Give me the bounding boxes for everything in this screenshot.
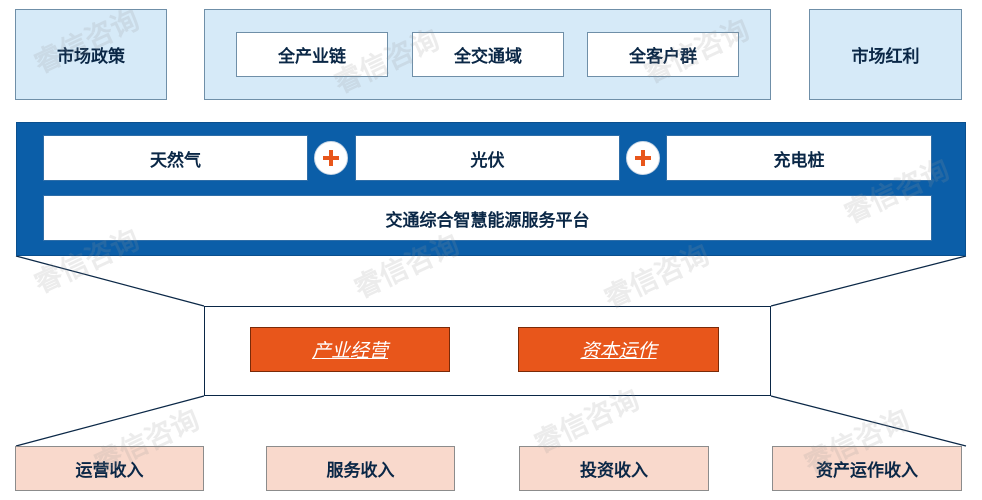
market-policy-box: 市场政策 (15, 9, 167, 100)
capital-operation-label: 资本运作 (580, 340, 657, 362)
operating-income-box: 运营收入 (15, 446, 204, 491)
plus-glyph-icon (635, 150, 651, 166)
industry-operation-label: 产业经营 (311, 340, 388, 362)
operating-income-label: 运营收入 (75, 461, 144, 481)
service-income-label: 服务收入 (326, 461, 395, 481)
plus-icon (626, 141, 660, 175)
market-policy-label: 市场政策 (57, 47, 125, 67)
industry-operation-button: 产业经营 (250, 327, 450, 372)
asset-operation-income-label: 资产运作收入 (816, 461, 918, 481)
photovoltaic-box: 光伏 (355, 135, 620, 181)
photovoltaic-label: 光伏 (470, 150, 505, 171)
funnel-line-right-lower (770, 395, 967, 447)
natural-gas-box: 天然气 (43, 135, 308, 181)
funnel-line-right-upper (770, 255, 967, 307)
funnel-line-left-upper (15, 255, 205, 307)
plus-icon (314, 141, 348, 175)
full-customer-group-label: 全客户群 (629, 47, 697, 67)
platform-name-label: 交通综合智慧能源服务平台 (385, 210, 590, 231)
plus-glyph-icon (323, 150, 339, 166)
market-dividend-box: 市场红利 (809, 9, 962, 100)
investment-income-box: 投资收入 (519, 446, 709, 491)
full-traffic-domain-label: 全交通域 (454, 47, 522, 67)
natural-gas-label: 天然气 (150, 150, 201, 171)
full-traffic-domain-box: 全交通域 (412, 32, 564, 77)
market-dividend-label: 市场红利 (851, 47, 920, 67)
full-industry-chain-box: 全产业链 (236, 32, 388, 77)
investment-income-label: 投资收入 (580, 461, 648, 481)
platform-name-box: 交通综合智慧能源服务平台 (43, 195, 932, 241)
full-industry-chain-label: 全产业链 (278, 47, 346, 67)
asset-operation-income-box: 资产运作收入 (772, 446, 962, 491)
funnel-line-left-lower (15, 395, 205, 447)
charging-pile-label: 充电桩 (773, 150, 825, 171)
charging-pile-box: 充电桩 (666, 135, 932, 181)
full-customer-group-box: 全客户群 (587, 32, 739, 77)
capital-operation-button: 资本运作 (518, 327, 719, 372)
service-income-box: 服务收入 (266, 446, 455, 491)
